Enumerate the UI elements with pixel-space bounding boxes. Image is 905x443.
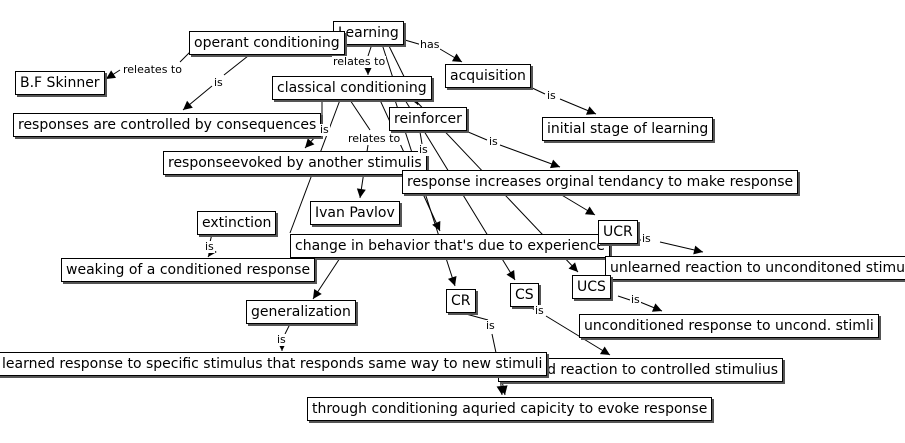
- arrowhead: [363, 66, 373, 75]
- node-weaking-of-conditioned-response[interactable]: weaking of a conditioned response: [61, 258, 316, 282]
- connector-line: [179, 51, 191, 63]
- node-learned-response-to-specific-stimulus[interactable]: learned response to specific stimulus th…: [0, 352, 548, 376]
- node-response-evoked-by-another-stimulis[interactable]: responseevoked by another stimulis: [163, 151, 427, 175]
- edge-label-relates-to: relates to: [332, 55, 387, 68]
- edge-label-is: is: [204, 240, 215, 253]
- arrowhead: [506, 269, 515, 280]
- arrowhead: [356, 188, 366, 198]
- node-generalization[interactable]: generalization: [246, 300, 356, 324]
- node-cr[interactable]: CR: [446, 289, 476, 313]
- arrowhead: [183, 100, 193, 110]
- arrowhead: [550, 159, 560, 169]
- node-ucr[interactable]: UCR: [598, 220, 638, 244]
- edge-label-is: is: [630, 293, 641, 306]
- edge-label-is: is: [534, 304, 545, 317]
- node-unlearned-reaction[interactable]: unlearned reaction to unconditoned stimu…: [605, 256, 905, 280]
- arrowhead: [447, 276, 457, 286]
- connector-line: [465, 313, 489, 321]
- connector-arrow: [499, 144, 561, 168]
- node-operant-conditioning[interactable]: operant conditioning: [189, 31, 345, 55]
- arrowhead: [305, 138, 315, 148]
- connector-line: [284, 323, 291, 335]
- edge-label-is: is: [488, 135, 499, 148]
- edge-label-is: is: [546, 89, 557, 102]
- arrowhead: [585, 106, 596, 115]
- connector-line: [617, 295, 631, 301]
- node-change-in-behavior[interactable]: change in behavior that's due to experie…: [290, 234, 611, 258]
- node-ucs[interactable]: UCS: [572, 275, 611, 299]
- connector-line: [223, 55, 249, 76]
- edge-label-releates-to: releates to: [122, 63, 183, 76]
- node-acquisition[interactable]: acquisition: [445, 64, 531, 88]
- edge-label-is: is: [418, 143, 429, 156]
- node-responses-controlled-by-consequences[interactable]: responses are controlled by consequences: [13, 113, 322, 137]
- node-initial-stage-of-learning[interactable]: initial stage of learning: [542, 117, 714, 141]
- connector-line: [367, 43, 373, 57]
- node-unconditioned-response[interactable]: unconditioned response to uncond. stimli: [579, 314, 879, 338]
- arrowhead: [313, 289, 322, 299]
- arrowhead: [496, 385, 506, 395]
- edge-label-is: is: [213, 76, 224, 89]
- connector-line: [349, 99, 371, 131]
- arrowhead: [451, 53, 462, 62]
- node-through-conditioning[interactable]: through conditioning aquried capicity to…: [307, 397, 713, 421]
- node-ivan-pavlov[interactable]: Ivan Pavlov: [310, 201, 400, 225]
- arrowhead: [584, 206, 595, 215]
- edge-label-has: has: [419, 38, 441, 51]
- node-cs[interactable]: CS: [510, 283, 539, 307]
- node-classical-conditioning[interactable]: classical conditioning: [272, 76, 432, 100]
- edge-label-is: is: [319, 123, 330, 136]
- node-bf-skinner[interactable]: B.F Skinner: [15, 71, 105, 95]
- edge-label-relates-to: relates to: [347, 132, 402, 145]
- connector-arrow: [545, 315, 611, 356]
- node-response-increases-tendancy[interactable]: response increases orginal tendancy to m…: [402, 170, 799, 194]
- arrowhead: [693, 245, 703, 255]
- edge-label-is: is: [276, 333, 287, 346]
- connector-line: [419, 131, 423, 145]
- node-extinction[interactable]: extinction: [197, 211, 277, 235]
- edge-label-is: is: [641, 232, 652, 245]
- edge-label-is: is: [485, 319, 496, 332]
- connector-line: [209, 233, 213, 243]
- arrowhead: [432, 220, 441, 231]
- node-learning[interactable]: Learning: [333, 21, 404, 45]
- arrowhead: [599, 346, 610, 355]
- arrowhead: [568, 262, 578, 272]
- node-reinforcer[interactable]: reinforcer: [389, 107, 467, 131]
- arrowhead: [106, 70, 117, 79]
- arrowhead: [651, 303, 662, 312]
